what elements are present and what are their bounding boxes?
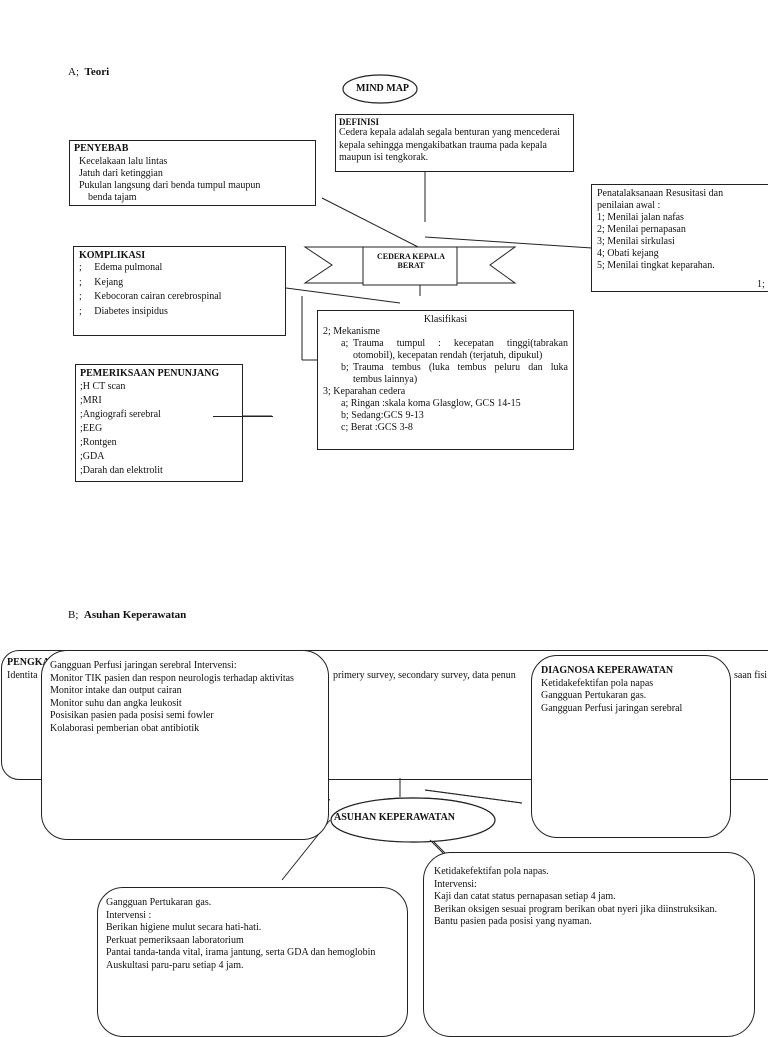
penyebab-item: Pukulan langsung dari benda tumpul maupu…: [79, 180, 261, 191]
mekanisme-a: Trauma tumpul : kecepatan tinggi(tabraka…: [353, 338, 568, 349]
komplikasi-item: Kejang: [94, 276, 124, 288]
keparahan-item: c; Berat :GCS 3-8: [341, 422, 413, 433]
pertukaran-gas-item: Pantai tanda-tanda vital, irama jantung,…: [106, 947, 376, 958]
mekanisme-a-cont: otomobil), kecepatan rendah (terjatuh, d…: [353, 350, 543, 361]
klasifikasi-title: Klasifikasi: [423, 314, 468, 325]
intervensi-serebral-item: Monitor TIK pasien dan respon neurologis…: [50, 672, 294, 684]
asuhan-center-title: ASUHAN KEPERAWATAN: [334, 812, 456, 823]
mekanisme-b: Trauma tembus (luka tembus peluru dan lu…: [353, 362, 568, 373]
intervensi-serebral-item: Monitor suhu dan angka leukosit: [50, 697, 182, 709]
penatalaksanaan-intro: penilaian awal :: [597, 200, 661, 211]
diagnosa-box: DIAGNOSA KEPERAWATAN Ketidakefektifan po…: [531, 655, 731, 838]
penatalaksanaan-item: 1; Menilai jalan nafas: [597, 212, 684, 223]
diagnosa-item: Ketidakefektifan pola napas: [541, 677, 654, 689]
pola-napas-sub: Intervensi:: [434, 878, 477, 890]
section-a-heading: A; Teori: [68, 66, 110, 78]
penatalaksanaan-item: 5; Menilai tingkat keparahan.: [597, 260, 715, 271]
section-a-title: Teori: [84, 66, 110, 78]
mind-map-title: MIND MAP: [356, 83, 410, 94]
pertukaran-gas-item: Auskultasi paru-paru setiap 4 jam.: [106, 959, 244, 971]
diagnosa-title: DIAGNOSA KEPERAWATAN: [541, 665, 674, 676]
pemeriksaan-item: ;GDA: [80, 451, 105, 462]
pertukaran-gas-item: Berikan higiene mulut secara hati-hati.: [106, 922, 262, 933]
keparahan-item: b; Sedang:GCS 9-13: [341, 410, 424, 421]
pengkajian-text-mid: primery survey, secondary survey, data p…: [333, 670, 516, 681]
pemeriksaan-item: ;Rontgen: [80, 437, 117, 448]
section-b-title: Asuhan Keperawatan: [83, 609, 187, 621]
diagnosa-item: Gangguan Perfusi jaringan serebral: [541, 702, 683, 714]
penatalaksanaan-edge-mark: 1;: [757, 279, 765, 290]
intervensi-serebral-item: Monitor intake dan output cairan: [50, 685, 182, 696]
pertukaran-gas-box: Gangguan Pertukaran gas. Intervensi : Be…: [97, 887, 408, 1037]
pertukaran-gas-sub: Intervensi :: [106, 909, 152, 921]
definisi-box: DEFINISI Cedera kepala adalah segala ben…: [335, 114, 574, 172]
komplikasi-item: Kebocoran cairan cerebrospinal: [94, 291, 222, 302]
pemeriksaan-item: ;H CT scan: [80, 381, 126, 392]
pemeriksaan-box: PEMERIKSAAN PENUNJANG ;H CT scan ;MRI ;A…: [75, 364, 243, 482]
penatalaksanaan-intro: Penatalaksanaan Resusitasi dan: [597, 188, 724, 199]
keparahan-item: a; Ringan :skala koma Glasglow, GCS 14-1…: [341, 398, 521, 409]
penatalaksanaan-item: 4; Obati kejang: [597, 248, 659, 259]
pengkajian-text-left: Identita: [7, 670, 38, 681]
penatalaksanaan-box: Penatalaksanaan Resusitasi dan penilaian…: [591, 184, 768, 292]
intervensi-serebral-item: Posisikan pasien pada posisi semi fowler: [50, 710, 214, 721]
pemeriksaan-item: ;EEG: [80, 423, 103, 434]
pola-napas-item: Berikan oksigen sesuai program berikan o…: [434, 903, 717, 915]
komplikasi-item: Diabetes insipidus: [94, 305, 168, 317]
keparahan-heading: 3; Keparahan cedera: [323, 386, 406, 397]
penyebab-title: PENYEBAB: [74, 143, 129, 154]
intervensi-serebral-item: Kolaborasi pemberian obat antibiotik: [50, 722, 200, 734]
komplikasi-item: Edema pulmonal: [94, 262, 163, 273]
komplikasi-title: KOMPLIKASI: [79, 250, 146, 261]
pengkajian-text-right: saan fisi: [734, 670, 768, 681]
penyebab-box: PENYEBAB Kecelakaan lalu lintas Jatuh da…: [69, 140, 316, 206]
definisi-title: DEFINISI: [339, 117, 380, 127]
connector-line: [213, 416, 273, 417]
penyebab-item: benda tajam: [88, 192, 137, 203]
penyebab-item: Jatuh dari ketinggian: [79, 168, 163, 179]
penyebab-item: Kecelakaan lalu lintas: [79, 156, 168, 167]
pemeriksaan-item: ;Darah dan elektrolit: [80, 465, 163, 476]
pola-napas-box: Ketidakefektifan pola napas. Intervensi:…: [423, 852, 755, 1037]
mekanisme-b-cont: tembus lainnya): [353, 374, 418, 385]
penatalaksanaan-item: 3; Menilai sirkulasi: [597, 236, 675, 247]
pola-napas-item: Kaji dan catat status pernapasan setiap …: [434, 891, 616, 902]
komplikasi-box: KOMPLIKASI ; Edema pulmonal ; Kejang ; K…: [73, 246, 286, 336]
mekanisme-heading: 2; Mekanisme: [323, 326, 380, 337]
pengkajian-title: PENGKA: [7, 657, 50, 668]
center-banner-title: CEDERA KEPALA BERAT: [376, 252, 446, 270]
pemeriksaan-title: PEMERIKSAAN PENUNJANG: [80, 368, 220, 379]
intervensi-serebral-box: Gangguan Perfusi jaringan serebral Inter…: [41, 650, 329, 840]
pertukaran-gas-item: Perkuat pemeriksaan laboratorium: [106, 934, 244, 946]
section-b-heading: B; Asuhan Keperawatan: [68, 609, 187, 621]
intervensi-serebral-title: Gangguan Perfusi jaringan serebral Inter…: [50, 660, 237, 671]
penatalaksanaan-item: 2; Menilai pernapasan: [597, 224, 686, 235]
pemeriksaan-item: ;MRI: [80, 395, 102, 406]
pemeriksaan-item: ;Angiografi serebral: [80, 409, 161, 420]
klasifikasi-box: Klasifikasi 2; Mekanisme a; Trauma tumpu…: [317, 310, 574, 450]
pola-napas-title: Ketidakefektifan pola napas.: [434, 866, 549, 877]
pertukaran-gas-title: Gangguan Pertukaran gas.: [106, 897, 212, 908]
diagnosa-item: Gangguan Pertukaran gas.: [541, 690, 647, 701]
definisi-text: Cedera kepala adalah segala benturan yan…: [339, 127, 560, 163]
pola-napas-item: Bantu pasien pada posisi yang nyaman.: [434, 916, 592, 927]
